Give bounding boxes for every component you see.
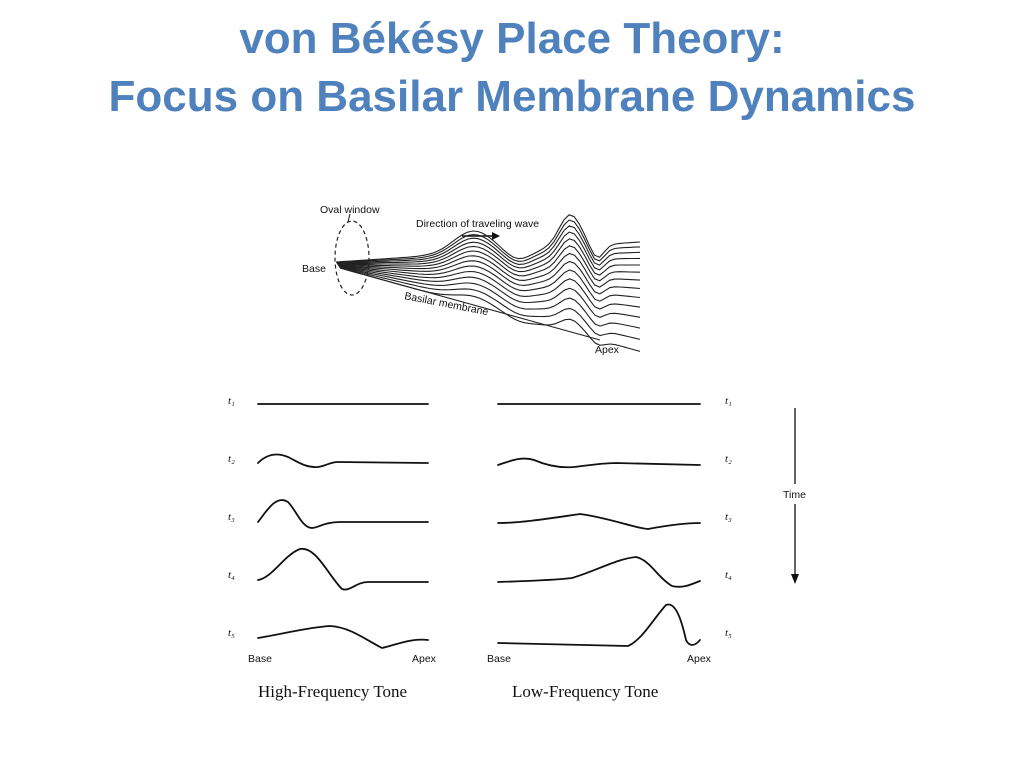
direction-label: Direction of traveling wave bbox=[416, 218, 539, 230]
membrane-line bbox=[339, 266, 641, 340]
membrane-line bbox=[338, 260, 641, 295]
high-freq-caption: High-Frequency Tone bbox=[258, 682, 407, 701]
membrane-line bbox=[336, 225, 641, 266]
membrane-front-edge bbox=[339, 267, 601, 341]
membrane-line bbox=[339, 266, 641, 318]
time-label: Time bbox=[783, 489, 806, 501]
high-freq-trace-t4 bbox=[257, 548, 429, 591]
low-freq-trace-t2 bbox=[497, 457, 701, 469]
low-freq-base-label: Base bbox=[487, 653, 511, 665]
low-freq-caption: Low-Frequency Tone bbox=[512, 682, 658, 701]
high-freq-trace-t2 bbox=[257, 453, 429, 468]
slide-title: von Békésy Place Theory: Focus on Basila… bbox=[0, 10, 1024, 126]
time-arrow-icon bbox=[791, 408, 799, 584]
time-label-left-3: t₃ bbox=[228, 511, 235, 523]
high-freq-apex-label: Apex bbox=[412, 653, 437, 665]
membrane-line bbox=[337, 238, 640, 276]
membrane-line bbox=[335, 214, 641, 263]
membrane-line bbox=[337, 245, 641, 282]
oval-window-label: Oval window bbox=[320, 204, 380, 216]
high-freq-base-label: Base bbox=[248, 653, 272, 665]
time-label-right-5: t₅ bbox=[725, 627, 732, 639]
high-freq-trace-t3 bbox=[257, 499, 429, 529]
membrane-line bbox=[338, 265, 641, 310]
time-label-left-1: t₁ bbox=[228, 395, 235, 407]
time-label-right-4: t₄ bbox=[725, 569, 732, 581]
membrane-line bbox=[336, 231, 641, 271]
title-line-1: von Békésy Place Theory: bbox=[239, 14, 785, 63]
time-label-right-2: t₂ bbox=[725, 453, 732, 465]
membrane-line bbox=[338, 265, 641, 302]
low-freq-apex-label: Apex bbox=[687, 653, 712, 665]
membrane-mesh bbox=[335, 214, 641, 352]
membrane-line bbox=[339, 266, 641, 329]
time-label-right-1: t₁ bbox=[725, 395, 732, 407]
oval-window-leader bbox=[347, 213, 351, 223]
apex-label-3d: Apex bbox=[595, 344, 620, 356]
time-label-left-4: t₄ bbox=[228, 569, 235, 581]
low-freq-trace-t4 bbox=[497, 556, 701, 588]
membrane-line bbox=[337, 252, 641, 288]
traveling-wave-3d-diagram: Oval window Direction of traveling wave … bbox=[302, 204, 641, 356]
membrane-line bbox=[336, 219, 641, 264]
oval-window-ellipse bbox=[334, 220, 370, 296]
time-label-left-5: t₅ bbox=[228, 627, 235, 639]
time-label-left-2: t₂ bbox=[228, 453, 235, 465]
low-freq-trace-t5 bbox=[497, 603, 701, 647]
time-step-panels: t₁ t₂ t₃ t₄ t₅ t₁ t₂ t₃ t₄ t₅ Base Apex … bbox=[228, 395, 806, 701]
time-label-right-3: t₃ bbox=[725, 511, 732, 523]
base-label-3d: Base bbox=[302, 263, 326, 275]
title-line-2: Focus on Basilar Membrane Dynamics bbox=[108, 72, 916, 121]
low-freq-trace-t3 bbox=[497, 513, 701, 530]
high-freq-trace-t5 bbox=[257, 625, 429, 649]
